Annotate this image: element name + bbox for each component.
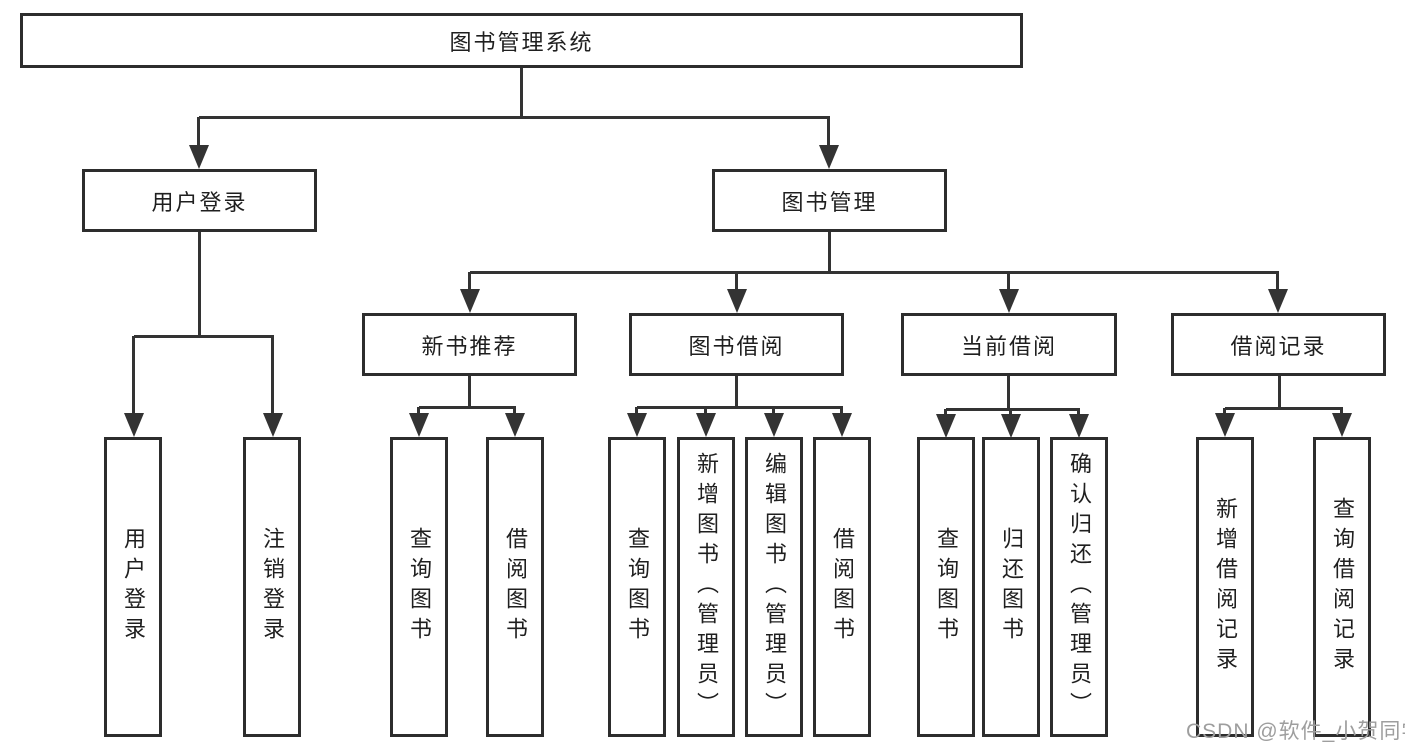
node-book-management: 图书管理: [712, 169, 947, 232]
leaf-borrow-books: 借阅图书: [813, 437, 871, 737]
connector-leaf-shaft: [944, 409, 947, 415]
leaf-label: 查询图书: [934, 527, 959, 647]
connector-leaf-shaft: [132, 336, 135, 414]
arrowhead-icon: [1332, 413, 1352, 437]
connector-stem: [468, 376, 471, 407]
connector-root-bar: [199, 116, 830, 119]
leaf-query-borrow-record: 查询借阅记录: [1313, 437, 1371, 737]
arrowhead-icon: [627, 413, 647, 437]
arrowhead-icon: [409, 413, 429, 437]
connector-root-stem: [520, 68, 523, 117]
node-user-login-label: 用户登录: [151, 189, 248, 215]
leaf-label: 归还图书: [999, 527, 1024, 647]
arrowhead-icon: [1001, 414, 1021, 438]
leaf-logout: 注销登录: [243, 437, 301, 737]
node-root-label: 图书管理系统: [449, 29, 594, 55]
node-new-book-recommend-label: 新书推荐: [421, 333, 518, 359]
node-book-management-label: 图书管理: [781, 189, 878, 215]
arrowhead-icon: [1069, 414, 1089, 438]
connector-stem: [1007, 376, 1010, 409]
connector-leaf-shaft: [271, 336, 274, 414]
leaf-label: 新增借阅记录: [1213, 497, 1238, 677]
node-current-borrow-label: 当前借阅: [960, 333, 1057, 359]
leaf-label: 查询图书: [625, 527, 650, 647]
arrowhead-icon: [819, 145, 839, 169]
csdn-watermark: CSDN @软件_小贺同学: [1186, 720, 1405, 743]
connector-leaf-shaft: [772, 407, 775, 414]
node-borrow-records-label: 借阅记录: [1230, 333, 1327, 359]
connector-leaf-shaft: [840, 407, 843, 414]
leaf-label: 借阅图书: [830, 527, 855, 647]
arrowhead-icon: [189, 145, 209, 169]
connector-book-mgmt-bar: [470, 271, 1279, 274]
node-book-borrow: 图书借阅: [629, 313, 844, 376]
leaf-label: 注销登录: [260, 527, 285, 647]
arrowhead-icon: [936, 414, 956, 438]
connector-user-login-shaft: [197, 117, 200, 146]
arrowhead-icon: [764, 413, 784, 437]
arrowhead-icon: [1268, 289, 1288, 313]
connector-section-shaft: [1007, 272, 1010, 290]
leaf-user-login: 用户登录: [104, 437, 162, 737]
leaf-confirm-return-admin: 确认归还（管理员）: [1050, 437, 1108, 737]
leaf-add-borrow-record: 新增借阅记录: [1196, 437, 1254, 737]
leaf-query-books-recommend: 查询图书: [390, 437, 448, 737]
node-user-login: 用户登录: [82, 169, 317, 232]
connector-book-mgmt-stem: [828, 232, 831, 272]
node-root: 图书管理系统: [20, 13, 1023, 68]
node-current-borrow: 当前借阅: [901, 313, 1117, 376]
leaf-return-books: 归还图书: [982, 437, 1040, 737]
arrowhead-icon: [696, 413, 716, 437]
leaf-label: 编辑图书（管理员）: [762, 452, 787, 722]
leaf-label: 查询图书: [407, 527, 432, 647]
leaf-query-books-current: 查询图书: [917, 437, 975, 737]
leaf-label: 新增图书（管理员）: [694, 452, 719, 722]
arrowhead-icon: [727, 289, 747, 313]
connector-stem: [735, 376, 738, 407]
connector-bar: [419, 406, 516, 409]
connector-bar: [1225, 407, 1343, 410]
leaf-label: 用户登录: [121, 527, 146, 647]
connector-leaf-shaft: [704, 407, 707, 414]
node-new-book-recommend: 新书推荐: [362, 313, 577, 376]
connector-book-mgmt-shaft: [827, 117, 830, 146]
arrowhead-icon: [124, 413, 144, 437]
arrowhead-icon: [1215, 413, 1235, 437]
connector-section-shaft: [1276, 272, 1279, 290]
connector-leaf-shaft: [1340, 408, 1343, 414]
leaf-edit-books-admin: 编辑图书（管理员）: [745, 437, 803, 737]
connector-leaf-shaft: [1009, 409, 1012, 415]
connector-user-login-stem: [198, 232, 201, 336]
connector-leaf-shaft: [513, 407, 516, 414]
arrowhead-icon: [263, 413, 283, 437]
arrowhead-icon: [832, 413, 852, 437]
connector-stem: [1278, 376, 1281, 408]
node-borrow-records: 借阅记录: [1171, 313, 1386, 376]
arrowhead-icon: [999, 289, 1019, 313]
leaf-borrow-books-recommend: 借阅图书: [486, 437, 544, 737]
leaf-label: 借阅图书: [503, 527, 528, 647]
leaf-query-books-borrow: 查询图书: [608, 437, 666, 737]
leaf-label: 查询借阅记录: [1330, 497, 1355, 677]
arrowhead-icon: [460, 289, 480, 313]
arrowhead-icon: [505, 413, 525, 437]
leaf-label: 确认归还（管理员）: [1067, 452, 1092, 722]
connector-leaf-shaft: [1223, 408, 1226, 414]
connector-leaf-shaft: [417, 407, 420, 414]
connector-section-shaft: [468, 272, 471, 290]
connector-bar: [946, 408, 1080, 411]
node-book-borrow-label: 图书借阅: [688, 333, 785, 359]
connector-leaf-shaft: [1077, 409, 1080, 415]
leaf-add-books-admin: 新增图书（管理员）: [677, 437, 735, 737]
connector-leaf-shaft: [635, 407, 638, 414]
connector-section-shaft: [735, 272, 738, 290]
connector-bar: [637, 406, 843, 409]
connector-user-login-bar: [134, 335, 274, 338]
